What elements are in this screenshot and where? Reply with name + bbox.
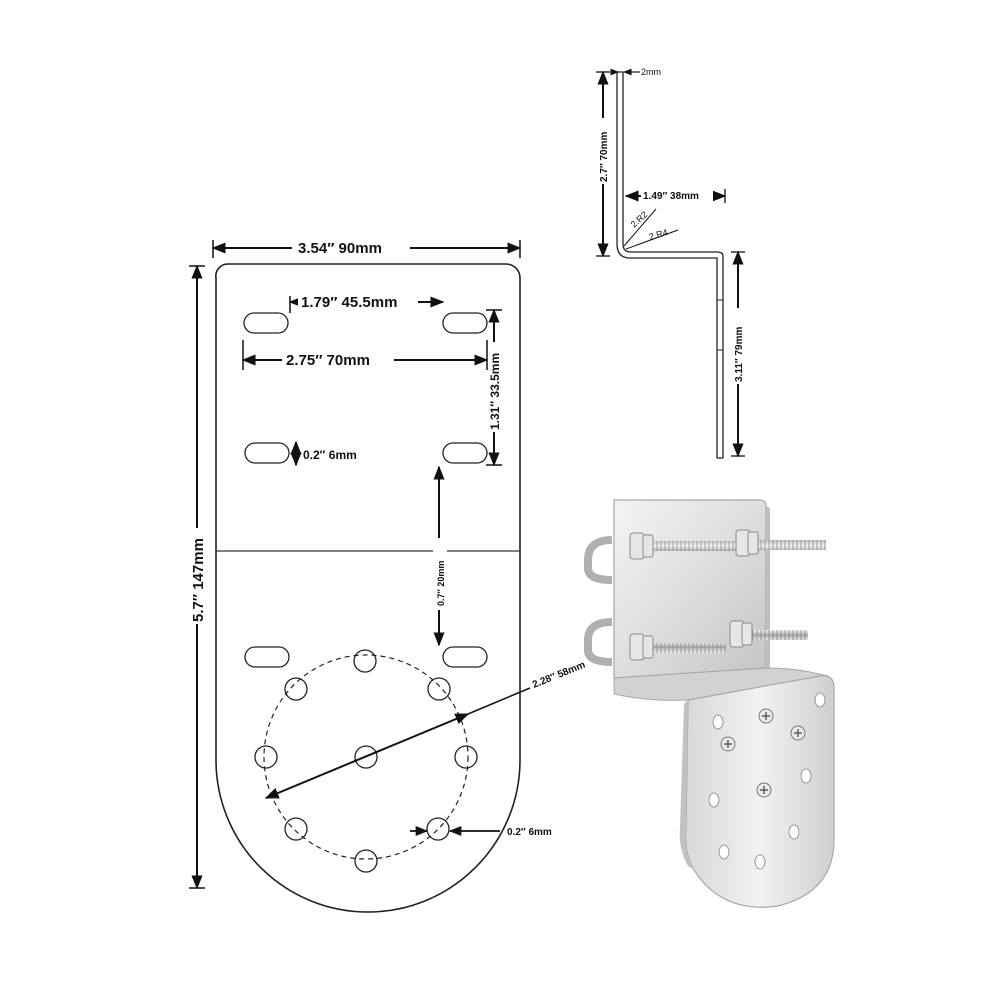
hole-size-label: 0.2″ 6mm: [507, 827, 552, 838]
plate-height-label: 5.7″ 147mm: [190, 538, 207, 622]
bracket-product-illustration: [584, 499, 835, 908]
thickness-label: 2mm: [641, 67, 661, 77]
bolt-hole: [284, 817, 308, 841]
slot-low-left: [244, 646, 290, 668]
bolt-hole: [427, 677, 451, 701]
plate-width-label: 3.54″ 90mm: [298, 240, 382, 257]
gap-label: 0.7″ 20mm: [436, 561, 446, 606]
side-profile-drawing: 2mm 2.7″ 70mm 1.49″ 38mm 2.R2 2.R4 3.11″…: [596, 67, 746, 459]
slot-vertical-label: 1.31″ 33.5mm: [488, 353, 502, 430]
circle-diameter-label: 2.28″ 58mm: [531, 660, 587, 691]
nut: [747, 531, 759, 555]
slot-pitch-label: 1.79″ 45.5mm: [301, 294, 397, 311]
slot-low-right: [442, 646, 488, 668]
bolt-hole: [254, 745, 278, 769]
bolt-hole: [353, 649, 377, 673]
radius-inner-label: 2.R2: [629, 209, 650, 229]
nuts: [629, 529, 759, 661]
profile-outline: [616, 71, 724, 459]
slot-width-label: 0.2″ 6mm: [303, 448, 357, 462]
slot-outer-label: 2.75″ 70mm: [286, 352, 370, 369]
bottom-height-label: 3.11″ 79mm: [734, 327, 745, 382]
offset-label: 1.49″ 38mm: [643, 191, 699, 202]
screws: [720, 708, 806, 798]
plate-outline: [215, 263, 521, 913]
bolt-hole: [284, 677, 308, 701]
bolt-hole: [454, 745, 478, 769]
nut: [629, 532, 645, 560]
bolt-hole: [354, 849, 378, 873]
radius-outer-label: 2.R4: [648, 227, 669, 242]
bolt-holes: [254, 649, 478, 873]
nut: [741, 622, 753, 646]
slot-mid-right: [442, 442, 488, 464]
slot-top-left: [243, 312, 289, 334]
nut: [642, 534, 654, 558]
slot-top-right: [442, 312, 488, 334]
top-height-label: 2.7″ 70mm: [599, 132, 610, 182]
bolt-hole: [426, 817, 450, 841]
nut: [629, 633, 645, 661]
dim-line-circle-diameter: [264, 713, 470, 799]
slot-mid-left: [244, 442, 290, 464]
nut: [642, 635, 654, 659]
flat-plate-drawing: 3.54″ 90mm 5.7″ 147mm 1.79″ 45.5mm 2.75″…: [187, 238, 587, 913]
